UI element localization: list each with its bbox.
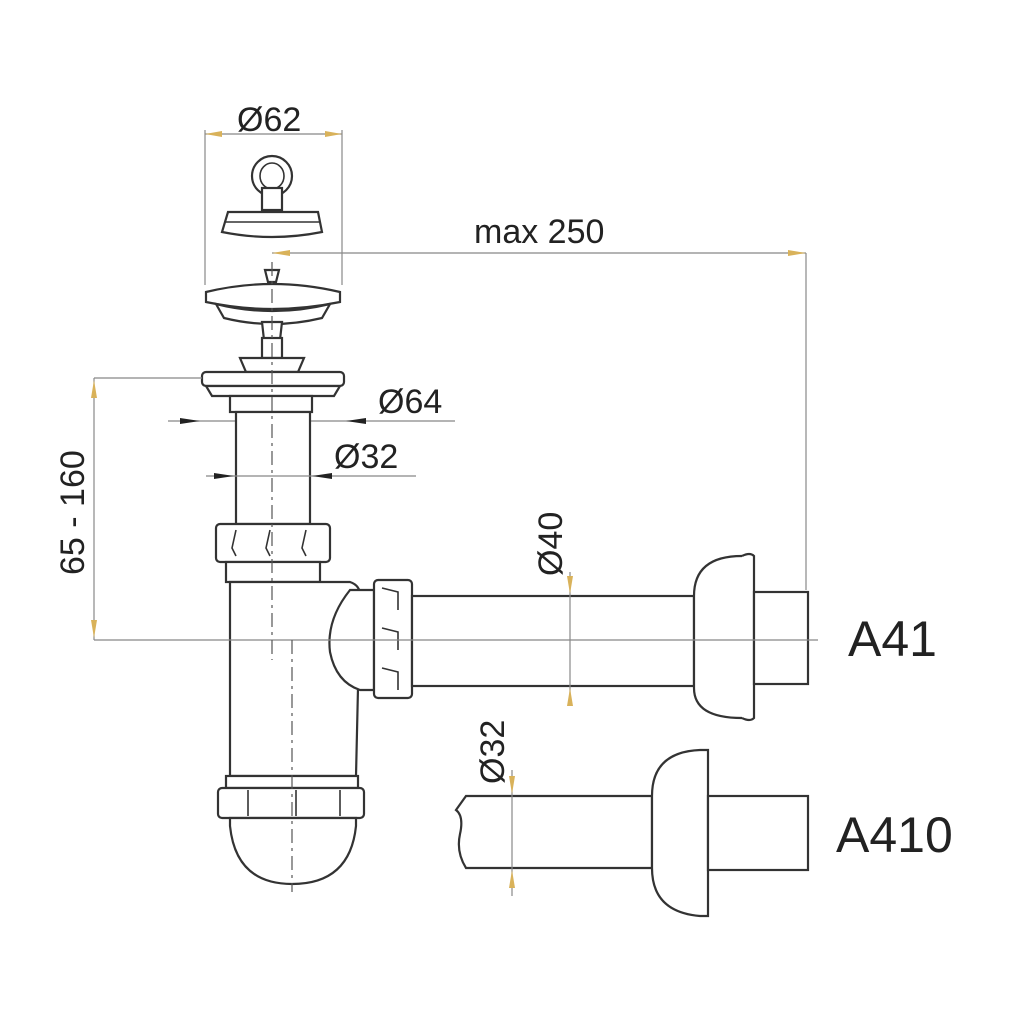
label-outlet-pipe-diameter: Ø32	[474, 720, 512, 784]
model-label-a41: A41	[848, 611, 937, 667]
bottom-cap	[228, 816, 358, 886]
arrow-left	[205, 131, 222, 137]
lower-nut	[216, 774, 366, 820]
model-label-a410: A410	[836, 807, 953, 863]
dim-flange-diameter	[168, 418, 455, 424]
upper-nut	[214, 522, 332, 584]
side-nut	[372, 578, 414, 700]
label-height-range: 65 - 160	[54, 450, 92, 575]
outlet-pipe-a410	[454, 748, 810, 918]
center-lines	[271, 262, 293, 892]
outlet-pipe-a41	[410, 552, 810, 722]
dim-height-range	[91, 377, 818, 641]
label-max-reach: max 250	[474, 213, 604, 251]
siphon-body	[228, 580, 376, 778]
strainer	[204, 268, 342, 342]
dim-outlet-diameter	[567, 572, 573, 706]
sink-flange	[200, 370, 346, 414]
label-tail-diameter: Ø32	[334, 438, 398, 476]
dim-strainer-diameter	[204, 130, 343, 285]
arrow-right	[325, 131, 342, 137]
stopper	[220, 154, 324, 239]
dim-tail-diameter	[206, 473, 416, 479]
label-outlet-diameter: Ø40	[532, 512, 570, 576]
label-strainer-diameter: Ø62	[237, 101, 301, 139]
tail-pipe	[234, 410, 312, 526]
dim-max-reach	[272, 250, 807, 590]
dim-outlet-pipe-diameter	[509, 770, 515, 896]
label-flange-diameter: Ø64	[378, 383, 442, 421]
